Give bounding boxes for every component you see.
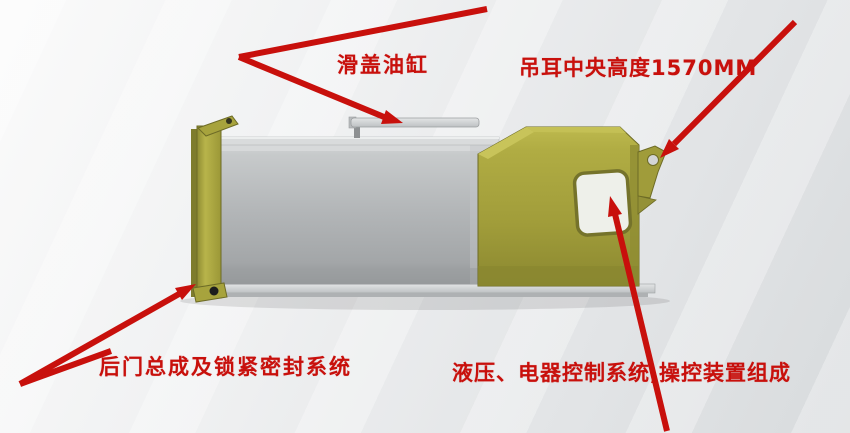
- arrow-slide-cylinder: [237, 6, 488, 124]
- label-rear-door: 后门总成及锁紧密封系统: [99, 355, 352, 379]
- slide-cylinder: [220, 116, 500, 146]
- label-hydraulic-system: 液压、电器控制系统,操控装置组成: [452, 361, 791, 385]
- arrow-hydraulic-system: [608, 196, 670, 432]
- label-lug-height: 吊耳中央高度1570MM: [519, 56, 758, 80]
- arrow-lug-height: [660, 19, 798, 158]
- rear-door: [191, 115, 239, 303]
- lifting-lug: [637, 145, 667, 215]
- arrow-rear-door: [18, 284, 196, 387]
- label-slide-cylinder: 滑盖油缸: [337, 53, 429, 77]
- access-panel: [572, 169, 633, 237]
- container-body: [218, 142, 500, 285]
